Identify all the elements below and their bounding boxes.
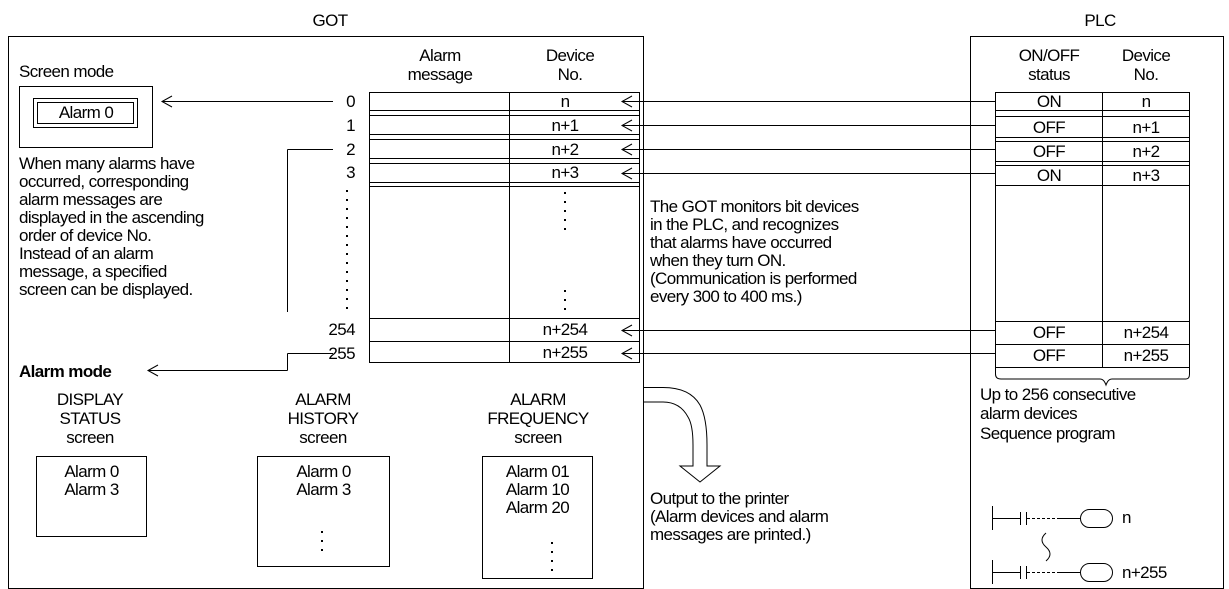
plc-status: OFF: [1032, 323, 1066, 342]
row-index: 255: [328, 344, 355, 363]
got-device-no: n: [560, 92, 570, 111]
plc-device-no: n+255: [1123, 346, 1169, 365]
got-device-no: n+1: [551, 116, 579, 135]
alarm-history-list: Alarm 0 Alarm 3: [296, 462, 351, 499]
coil-label: n+255: [1122, 563, 1167, 582]
got-device-no: n+2: [551, 140, 579, 159]
plc-device-no: n+254: [1123, 323, 1169, 342]
plc-device-no: n+1: [1132, 118, 1160, 137]
alarm-mode-label: Alarm mode: [19, 362, 112, 381]
screen-mode-outer: [19, 86, 153, 148]
continuation-dots: [321, 190, 566, 571]
screen-mode-display: Alarm 0: [58, 103, 114, 122]
plc-status: OFF: [1032, 118, 1066, 137]
row-index: 254: [328, 320, 355, 339]
row-index: 3: [346, 163, 355, 182]
row-index: 1: [346, 116, 355, 135]
plc-device-no: n: [1141, 92, 1151, 111]
plc-header: PLC: [1084, 11, 1116, 30]
got-device-no: n+255: [542, 343, 588, 362]
got-device-no-header: Device No.: [545, 46, 595, 84]
monitor-note: The GOT monitors bit devices in the PLC,…: [650, 197, 859, 306]
screen-mode-description: When many alarms have occurred, correspo…: [19, 154, 204, 299]
printer-note: Output to the printer (Alarm devices and…: [650, 489, 829, 544]
display-status-list: Alarm 0 Alarm 3: [64, 462, 119, 499]
plc-status: OFF: [1032, 346, 1066, 365]
alarm-history-title: ALARM HISTORY screen: [287, 390, 359, 447]
display-status-title: DISPLAY STATUS screen: [56, 390, 124, 447]
row-index: 2: [346, 140, 355, 159]
alarm-message-header: Alarm message: [407, 46, 473, 84]
alarm-frequency-title: ALARM FREQUENCY screen: [487, 390, 589, 447]
screen-mode-label: Screen mode: [19, 62, 114, 81]
plc-device-no-header: Device No.: [1121, 46, 1171, 84]
plc-device-no: n+3: [1132, 166, 1160, 185]
sequence-program-label: Sequence program: [980, 424, 1116, 443]
alarm-frequency-list: Alarm 01 Alarm 10 Alarm 20: [505, 462, 570, 517]
row-index: 0: [346, 92, 355, 111]
plc-table-border: [995, 92, 1190, 368]
plc-status-header: ON/OFF status: [1018, 46, 1080, 84]
plc-status: ON: [1036, 92, 1062, 111]
plc-status: OFF: [1032, 142, 1066, 161]
got-device-no: n+3: [551, 163, 579, 182]
plc-status: ON: [1036, 166, 1062, 185]
got-device-no: n+254: [542, 320, 588, 339]
got-table-border: [369, 92, 640, 363]
coil-label: n: [1122, 508, 1131, 527]
got-header: GOT: [312, 11, 348, 30]
consecutive-devices-note: Up to 256 consecutive alarm devices: [980, 385, 1136, 423]
plc-device-no: n+2: [1132, 142, 1160, 161]
